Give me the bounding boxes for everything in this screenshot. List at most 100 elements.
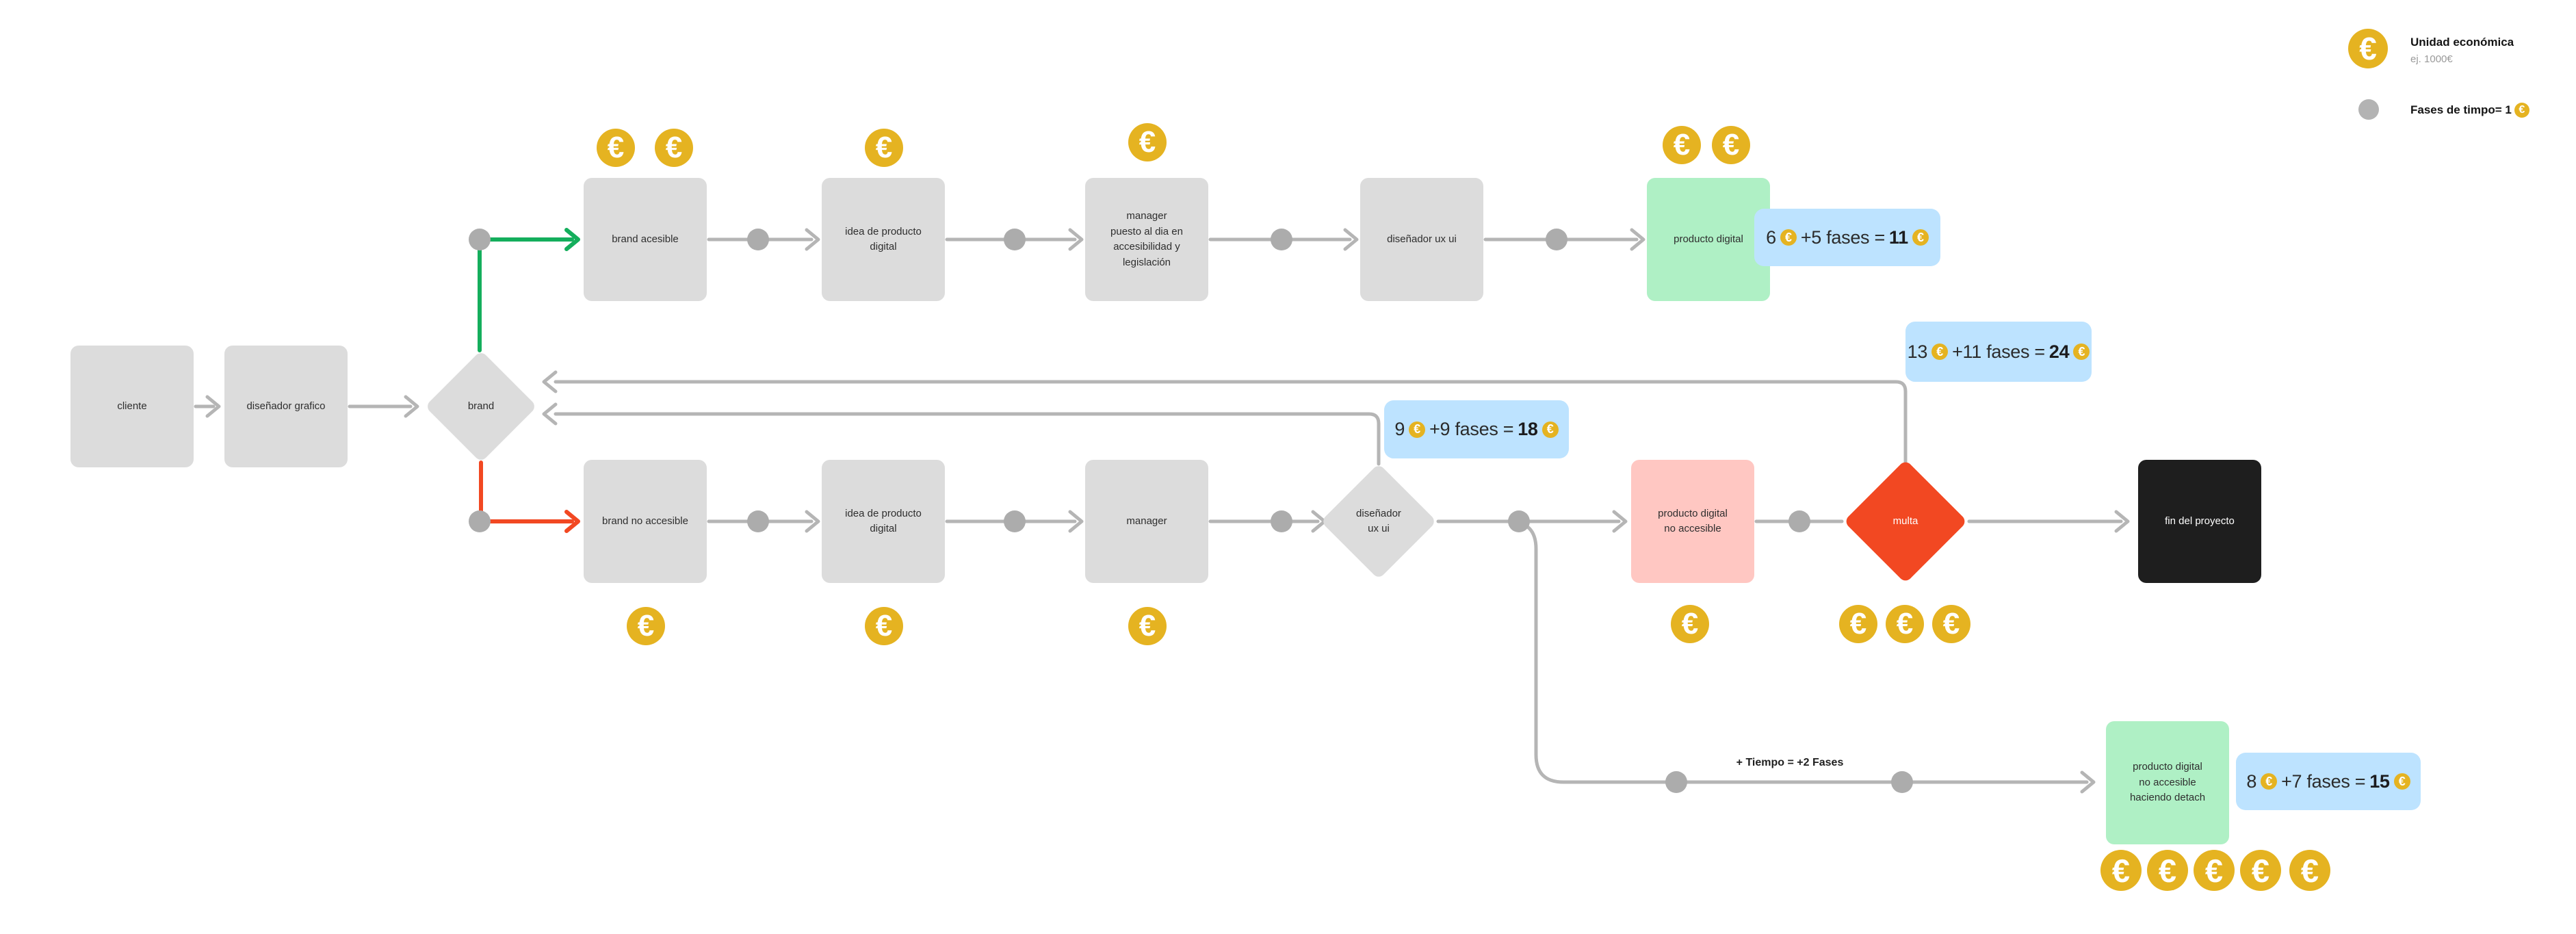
node-label: brand (467, 400, 495, 412)
cost-label-fine-return[interactable]: 13 € +11 fases = 24 € (1905, 322, 2092, 382)
euro-coin-icon[interactable]: € (2240, 850, 2281, 891)
connector-multa-return-brand[interactable] (554, 380, 1908, 467)
node-manager[interactable]: manager (1085, 460, 1208, 583)
cost-label-happy-path[interactable]: 6 € +5 fases = 11 € (1754, 209, 1940, 266)
node-idea-producto-top[interactable]: idea de producto digital (822, 178, 945, 301)
node-idea-producto-bottom[interactable]: idea de producto digital (822, 460, 945, 583)
arrowhead-icon (1612, 510, 1628, 533)
node-label: manager (1126, 515, 1167, 527)
euro-coin-icon[interactable]: € (1839, 605, 1877, 643)
cost-formula: +11 fases = (1952, 341, 2045, 362)
connector-brand-accessible-green[interactable] (478, 237, 574, 352)
euro-coin-icon[interactable]: € (655, 129, 693, 167)
phase-dot[interactable] (1271, 510, 1292, 532)
euro-coin-icon[interactable]: € (627, 607, 665, 645)
node-producto-detach[interactable]: producto digital no accesible haciendo d… (2106, 721, 2229, 844)
euro-coin-icon: € (1541, 421, 1559, 438)
cost-total: 18 (1518, 419, 1538, 439)
euro-coin-icon: € (2514, 103, 2529, 118)
cost-label-detach-path[interactable]: 8 € +7 fases = 15 € (2236, 753, 2421, 810)
node-label: idea de producto digital (845, 507, 922, 535)
phase-dot[interactable] (469, 510, 491, 532)
node-fin-del-proyecto[interactable]: fin del proyecto (2138, 460, 2261, 583)
euro-coin-icon[interactable]: € (2289, 850, 2330, 891)
decision-multa[interactable]: multa (1843, 459, 1968, 584)
node-brand-acesible[interactable]: brand acesible (584, 178, 707, 301)
cost-label-redesign-return[interactable]: 9 € +9 fases = 18 € (1384, 400, 1569, 458)
phase-dot[interactable] (1788, 510, 1810, 532)
arrowhead-icon (805, 228, 820, 251)
legend-euro-coin-icon[interactable]: € (2348, 29, 2388, 68)
cost-value: 13 (1907, 341, 1928, 362)
euro-coin-icon[interactable]: € (1663, 126, 1701, 164)
node-brand-no-accesible[interactable]: brand no accesible (584, 460, 707, 583)
node-label: brand acesible (612, 233, 679, 245)
decision-brand[interactable]: brand (424, 350, 538, 463)
legend-phase-dot-icon[interactable] (2358, 99, 2379, 120)
node-producto-no-accesible[interactable]: producto digital no accesible (1631, 460, 1754, 583)
node-manager-accesibilidad[interactable]: manager puesto al dia en accesibilidad y… (1085, 178, 1208, 301)
phase-dot[interactable] (1004, 510, 1026, 532)
euro-coin-icon: € (2393, 773, 2410, 790)
euro-coin-icon[interactable]: € (1128, 123, 1167, 161)
euro-coin-icon[interactable]: € (865, 129, 903, 167)
euro-coin-icon[interactable]: € (865, 607, 903, 645)
connector-detach-branch[interactable] (1507, 519, 2089, 784)
cost-total: 15 (2369, 770, 2390, 792)
phase-dot[interactable] (1004, 229, 1026, 250)
phase-dot[interactable] (1271, 229, 1292, 250)
node-label: diseñador grafico (246, 400, 326, 412)
node-cliente[interactable]: cliente (70, 346, 194, 467)
node-label: brand no accesible (602, 515, 688, 527)
legend-unit-title: Unidad económica (2410, 36, 2514, 49)
euro-coin-icon: € (1780, 229, 1797, 246)
euro-coin-icon[interactable]: € (1712, 126, 1750, 164)
connector-disenador-return-brand[interactable] (554, 412, 1381, 466)
cost-value: 6 (1766, 226, 1776, 248)
decision-disenador-ux-ui[interactable]: diseñador ux ui (1320, 463, 1437, 580)
euro-coin-icon[interactable]: € (1932, 605, 1970, 643)
arrowhead-icon (542, 370, 558, 393)
node-label: diseñador ux ui (1356, 507, 1401, 535)
node-label: diseñador ux ui (1387, 233, 1457, 245)
cost-formula: +7 fases = (2281, 770, 2366, 792)
node-disenador-ux-ui-top[interactable]: diseñador ux ui (1360, 178, 1483, 301)
tiempo-note: + Tiempo = +2 Fases (1736, 757, 1844, 768)
connector-brand-noaccessible-red[interactable] (479, 460, 574, 523)
cost-total: 11 (1888, 226, 1908, 248)
phase-dot[interactable] (1891, 771, 1913, 793)
cost-formula: +5 fases = (1800, 226, 1885, 248)
arrowhead-icon (2080, 770, 2096, 794)
phase-dot[interactable] (1508, 510, 1530, 532)
node-label: cliente (117, 400, 147, 412)
euro-coin-icon[interactable]: € (1886, 605, 1924, 643)
euro-coin-icon[interactable]: € (2147, 850, 2188, 891)
arrowhead-icon (1068, 510, 1084, 533)
euro-coin-icon: € (1912, 229, 1929, 246)
node-label: producto digital no accesible haciendo d… (2129, 761, 2206, 804)
node-disenador-grafico[interactable]: diseñador grafico (224, 346, 348, 467)
node-label: fin del proyecto (2165, 515, 2235, 527)
cost-total: 24 (2048, 341, 2070, 362)
phase-dot[interactable] (747, 229, 769, 250)
euro-coin-icon[interactable]: € (2100, 850, 2142, 891)
node-label: producto digital (1674, 233, 1743, 245)
cost-value: 8 (2246, 770, 2257, 792)
arrowhead-icon (2114, 510, 2130, 533)
euro-coin-icon[interactable]: € (1128, 607, 1167, 645)
phase-dot[interactable] (747, 510, 769, 532)
euro-coin-icon[interactable]: € (597, 129, 635, 167)
phase-dot[interactable] (1665, 771, 1687, 793)
euro-coin-icon: € (2261, 773, 2278, 790)
arrowhead-icon (564, 510, 580, 533)
euro-coin-icon[interactable]: € (1671, 605, 1709, 643)
arrowhead-icon (205, 395, 221, 418)
phase-dot[interactable] (1546, 229, 1567, 250)
node-producto-digital[interactable]: producto digital (1647, 178, 1770, 301)
euro-coin-icon: € (1931, 343, 1949, 360)
arrowhead-icon (542, 402, 558, 426)
euro-coin-icon[interactable]: € (2194, 850, 2235, 891)
legend-phases-row: Fases de timpo= 1€ (2410, 103, 2529, 118)
phase-dot[interactable] (469, 229, 491, 250)
